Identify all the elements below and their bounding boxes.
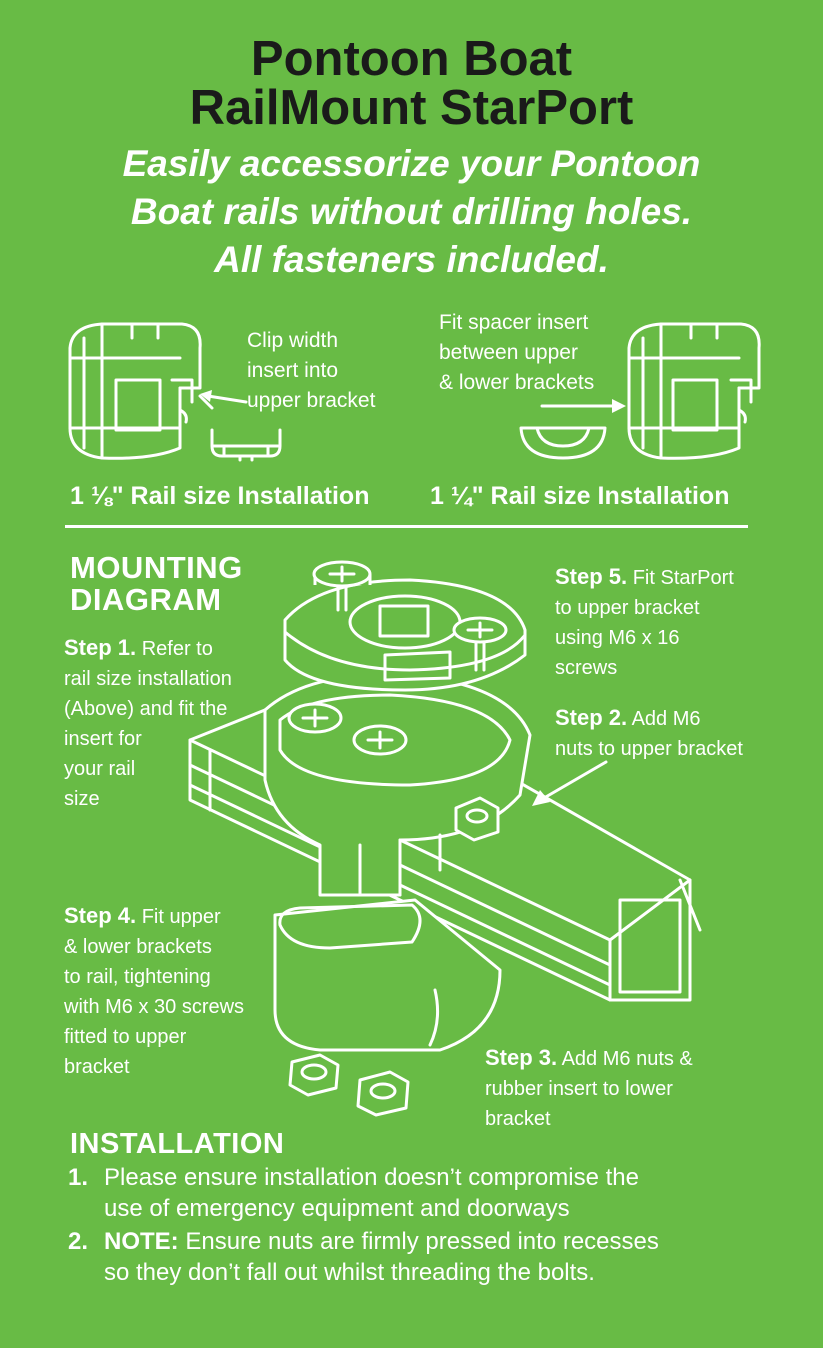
- step-4-line-6: bracket: [64, 1056, 130, 1078]
- step-5-line-1: Fit StarPort: [632, 567, 734, 589]
- step-1-line-2: rail size installation: [64, 668, 232, 690]
- right-rail-size-label: 1 ¼" Rail size Installation: [430, 482, 729, 511]
- step-4: Step 4. Fit upper & lower brackets to ra…: [64, 901, 284, 1082]
- step-2-label: Step 2.: [555, 705, 628, 730]
- right-rail-size: 1 ¼": [430, 482, 484, 510]
- step-1-line-6: size: [64, 788, 100, 810]
- installation-item-2-number: 2.: [68, 1228, 89, 1255]
- step-5-line-2: to upper bracket: [555, 597, 700, 619]
- left-caption-line-2: insert into: [247, 359, 339, 382]
- step-1-line-3: (Above) and fit the: [64, 698, 228, 720]
- mounting-heading-line-2: DIAGRAM: [70, 582, 222, 617]
- left-rail-size-label: 1 ⅛" Rail size Installation: [70, 482, 369, 511]
- section-divider: [65, 525, 748, 528]
- right-caption-line-3: & lower brackets: [439, 371, 595, 394]
- title-line-2: RailMount StarPort: [189, 81, 634, 135]
- step-3: Step 3. Add M6 nuts & rubber insert to l…: [485, 1043, 785, 1134]
- installation-item-1-line-2: use of emergency equipment and doorways: [104, 1195, 570, 1222]
- right-caption-line-1: Fit spacer insert: [439, 311, 589, 334]
- step-1-label: Step 1.: [64, 635, 137, 660]
- right-rail-text: Rail size Installation: [490, 482, 730, 510]
- installation-item-1: 1. Please ensure installation doesn’t co…: [68, 1162, 768, 1224]
- step-4-line-2: & lower brackets: [64, 936, 212, 958]
- mounting-heading-line-1: MOUNTING: [70, 550, 243, 585]
- left-caption-line-1: Clip width: [247, 329, 339, 352]
- mounting-diagram-illustration: [188, 560, 702, 1117]
- left-bracket-illustration: [68, 322, 282, 462]
- left-rail-text: Rail size Installation: [130, 482, 370, 510]
- step-1-line-5: your rail: [64, 758, 136, 780]
- left-caption-line-3: upper bracket: [247, 389, 376, 412]
- step-1-line-4: insert for: [64, 728, 142, 750]
- clip-arrow: [200, 390, 248, 404]
- right-bracket-illustration: [519, 322, 761, 460]
- step-2-line-2: nuts to upper bracket: [555, 738, 743, 760]
- step-4-line-1: Fit upper: [141, 906, 221, 928]
- installation-heading: INSTALLATION: [70, 1128, 285, 1160]
- step-5-label: Step 5.: [555, 564, 628, 589]
- step-3-line-1: Add M6 nuts &: [561, 1048, 693, 1070]
- step-4-line-3: to rail, tightening: [64, 966, 211, 988]
- step-1-line-1: Refer to: [141, 638, 213, 660]
- step-4-line-5: fitted to upper: [64, 1026, 187, 1048]
- tagline-line-1: Easily accessorize your Pontoon: [122, 143, 701, 184]
- installation-item-2: 2. NOTE: Ensure nuts are firmly pressed …: [68, 1226, 768, 1288]
- step-2-arrow: [532, 760, 608, 806]
- step-4-line-4: with M6 x 30 screws: [64, 996, 245, 1018]
- step-1: Step 1. Refer to rail size installation …: [64, 633, 284, 814]
- step-3-line-3: bracket: [485, 1108, 551, 1130]
- tagline-line-3: All fasteners included.: [214, 239, 609, 280]
- step-2-line-1: Add M6: [631, 708, 701, 730]
- right-caption-line-2: between upper: [439, 341, 578, 364]
- installation-item-1-line-1: Please ensure installation doesn’t compr…: [104, 1164, 639, 1191]
- title-line-1: Pontoon Boat: [250, 32, 573, 86]
- installation-item-1-number: 1.: [68, 1164, 89, 1191]
- tagline-line-2: Boat rails without drilling holes.: [130, 191, 693, 232]
- spacer-arrow: [540, 399, 626, 413]
- step-3-line-2: rubber insert to lower: [485, 1078, 673, 1100]
- installation-list: 1. Please ensure installation doesn’t co…: [68, 1162, 768, 1290]
- installation-item-2-line-1: Ensure nuts are firmly pressed into rece…: [178, 1228, 659, 1255]
- step-2: Step 2. Add M6 nuts to upper bracket: [555, 703, 795, 764]
- step-4-label: Step 4.: [64, 903, 137, 928]
- step-5-line-3: using M6 x 16: [555, 627, 680, 649]
- step-3-label: Step 3.: [485, 1045, 558, 1070]
- step-5: Step 5. Fit StarPort to upper bracket us…: [555, 562, 795, 683]
- left-rail-size: 1 ⅛": [70, 482, 124, 510]
- step-5-line-4: screws: [555, 657, 618, 679]
- installation-item-2-note: NOTE:: [104, 1228, 179, 1255]
- installation-item-2-line-2: so they don’t fall out whilst threading …: [104, 1259, 595, 1286]
